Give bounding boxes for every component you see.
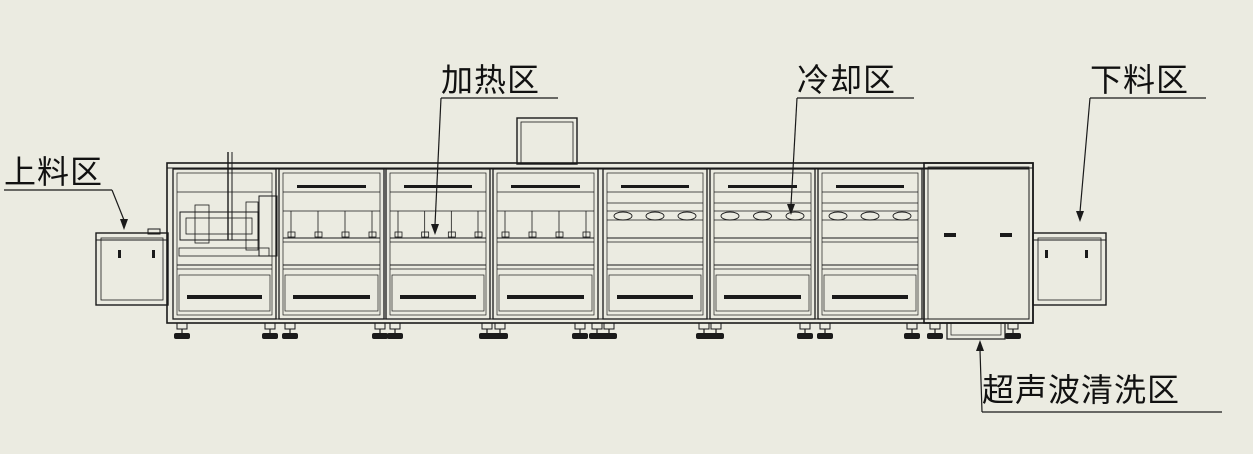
- cabinet-section: [278, 168, 385, 320]
- label-unloading-zone: 下料区: [1090, 61, 1190, 99]
- loading-table: [95, 228, 169, 306]
- cabinet-section: [492, 168, 599, 320]
- caster-foot: [1005, 322, 1021, 339]
- caster-foot: [572, 322, 588, 339]
- exhaust-stack: [516, 117, 578, 165]
- caster-foot: [372, 322, 388, 339]
- caster-foot: [262, 322, 278, 339]
- label-heating-zone: 加热区: [441, 61, 541, 99]
- caster-foot: [708, 322, 724, 339]
- caster-foot: [282, 322, 298, 339]
- caster-foot: [927, 322, 943, 339]
- caster-foot: [387, 322, 403, 339]
- cabinet-section: [172, 168, 277, 320]
- caster-foot: [817, 322, 833, 339]
- label-loading-zone: 上料区: [4, 153, 104, 191]
- label-ultrasonic-zone: 超声波清洗区: [982, 371, 1181, 409]
- caster-foot: [904, 322, 920, 339]
- caster-foot: [696, 322, 712, 339]
- loading-mechanism: [178, 152, 278, 257]
- caster-foot: [601, 322, 617, 339]
- caster-foot: [797, 322, 813, 339]
- cabinet-section: [385, 168, 491, 320]
- caster-foot: [589, 322, 605, 339]
- caster-feet: [174, 322, 1021, 339]
- cabinet-section: [709, 168, 816, 320]
- cabinet-section: [602, 168, 708, 320]
- caster-foot: [174, 322, 190, 339]
- cabinet-section: [817, 168, 923, 320]
- ultrasonic-cabinet: [923, 162, 1034, 340]
- unloading-table: [1032, 232, 1107, 306]
- leader-lines: [4, 97, 1222, 413]
- caster-foot: [492, 322, 508, 339]
- label-cooling-zone: 冷却区: [797, 61, 897, 99]
- caster-foot: [479, 322, 495, 339]
